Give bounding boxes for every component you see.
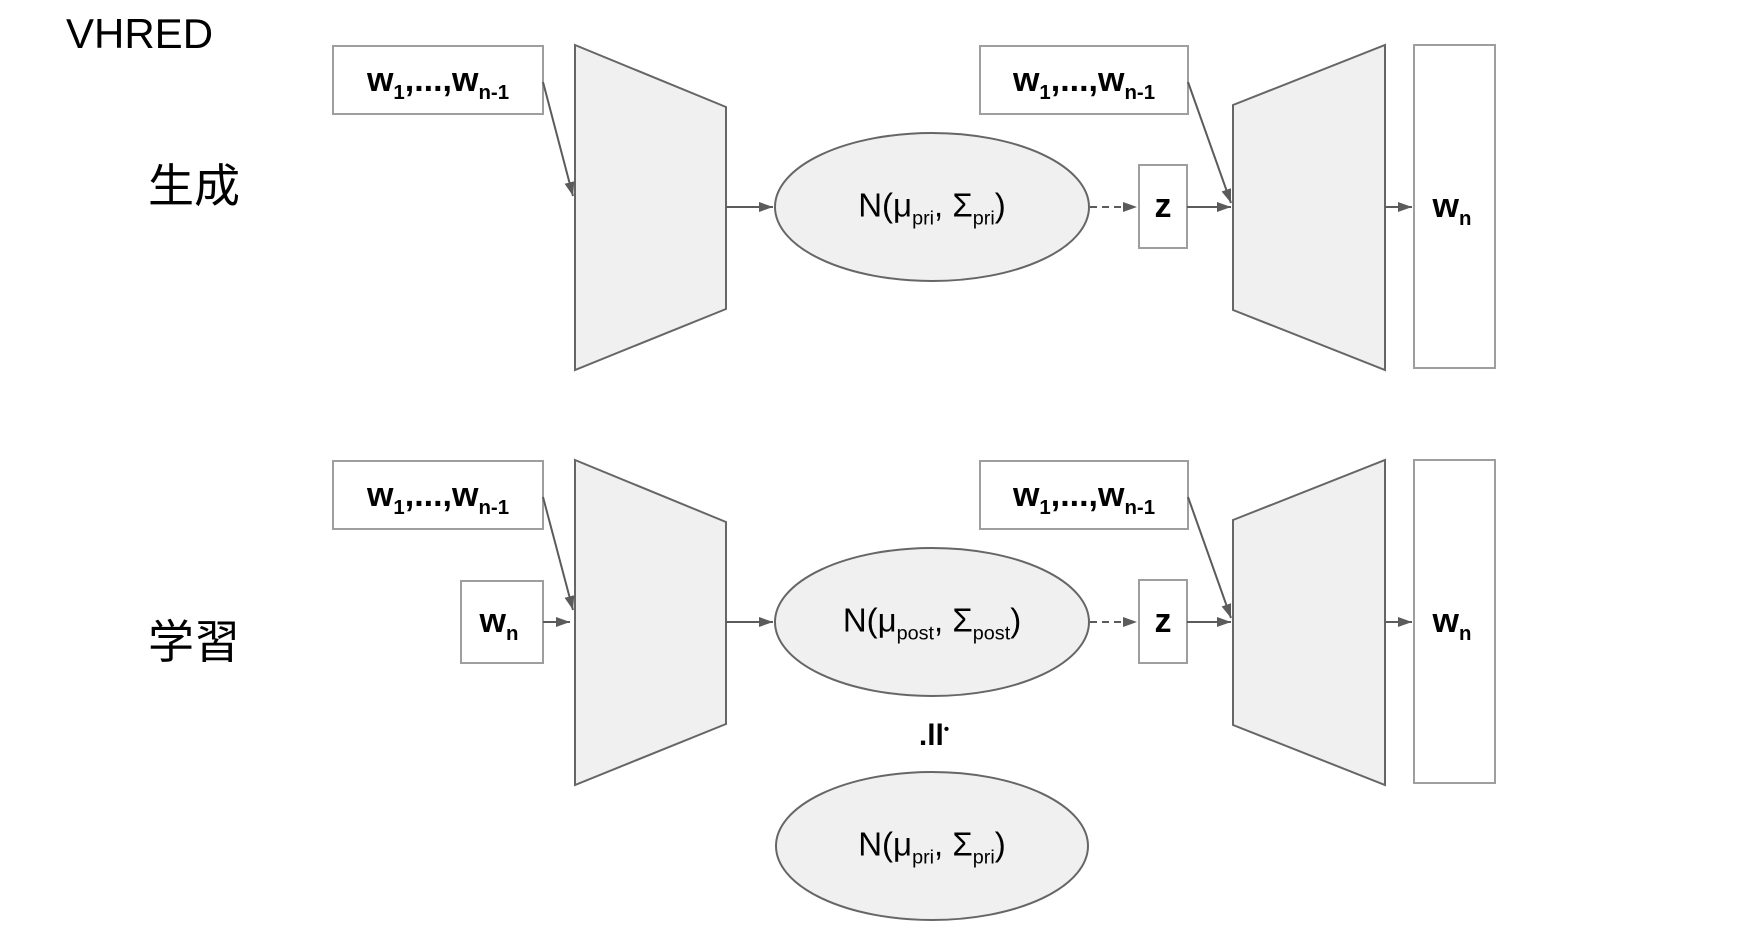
posterior-distribution-ellipse-learning xyxy=(774,547,1090,697)
latent-z-label-generation: z xyxy=(1154,187,1172,225)
context-words-label-decoder-learning: w1,...,wn-1 xyxy=(1012,476,1156,519)
row-label-generation: 生成 xyxy=(148,160,240,212)
context-words-label-generation: w1,...,wn-1 xyxy=(366,61,510,104)
latent-z-box-learning xyxy=(1138,579,1188,664)
context-words-box-decoder-learning xyxy=(979,460,1189,530)
output-word-rect-generation xyxy=(1413,44,1496,369)
output-word-rect-learning xyxy=(1413,459,1496,784)
context-words-box-generation xyxy=(332,45,544,115)
context-words-box-learning xyxy=(332,460,544,530)
latent-z-box-generation xyxy=(1138,164,1188,249)
context-words-label-learning: w1,...,wn-1 xyxy=(366,476,510,519)
target-word-label-learning: wn xyxy=(479,602,519,645)
decoder-trapezoid-learning xyxy=(1232,458,1386,787)
arrow-context-to-encoder-learning xyxy=(542,496,575,611)
arrow-context-to-decoder-learning xyxy=(1187,496,1232,619)
prior-distribution-ellipse-learning xyxy=(775,771,1089,921)
page-title: VHRED xyxy=(66,10,214,57)
context-words-box-decoder-generation xyxy=(979,45,1189,115)
latent-z-label-learning: z xyxy=(1154,602,1172,640)
encoder-trapezoid-generation xyxy=(574,43,727,372)
kl-comparison-symbol: .ll• xyxy=(918,719,950,752)
prior-distribution-ellipse-generation xyxy=(774,132,1090,282)
prior-distribution-label-learning: N(μpri, Σpri) xyxy=(858,825,1006,869)
output-word-label-generation: wn xyxy=(1432,187,1472,230)
prior-distribution-label-generation: N(μpri, Σpri) xyxy=(858,186,1006,230)
posterior-distribution-label-learning: N(μpost, Σpost) xyxy=(842,601,1022,645)
context-words-label-decoder-generation: w1,...,wn-1 xyxy=(1012,61,1156,104)
output-word-label-learning: wn xyxy=(1432,602,1472,645)
row-label-learning: 学習 xyxy=(148,616,240,668)
decoder-trapezoid-generation xyxy=(1232,43,1386,372)
arrow-context-to-decoder-generation xyxy=(1187,81,1232,204)
encoder-trapezoid-learning xyxy=(574,458,727,787)
arrow-context-to-encoder-generation xyxy=(542,81,575,197)
target-word-box-learning xyxy=(460,580,544,664)
